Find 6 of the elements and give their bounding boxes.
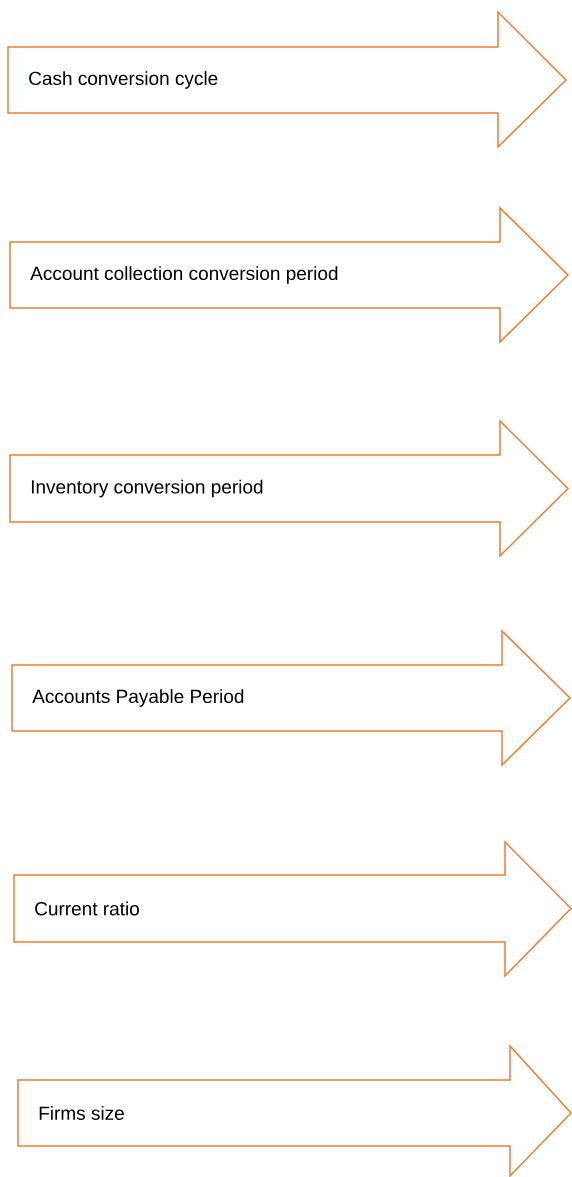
arrow-box: Current ratio	[13, 840, 572, 978]
arrow-box: Firms size	[17, 1044, 572, 1177]
arrow-box: Account collection conversion period	[9, 206, 570, 344]
arrow-box: Inventory conversion period	[9, 419, 570, 558]
arrow-box: Cash conversion cycle	[7, 10, 568, 149]
arrow-box: Accounts Payable Period	[11, 629, 572, 767]
